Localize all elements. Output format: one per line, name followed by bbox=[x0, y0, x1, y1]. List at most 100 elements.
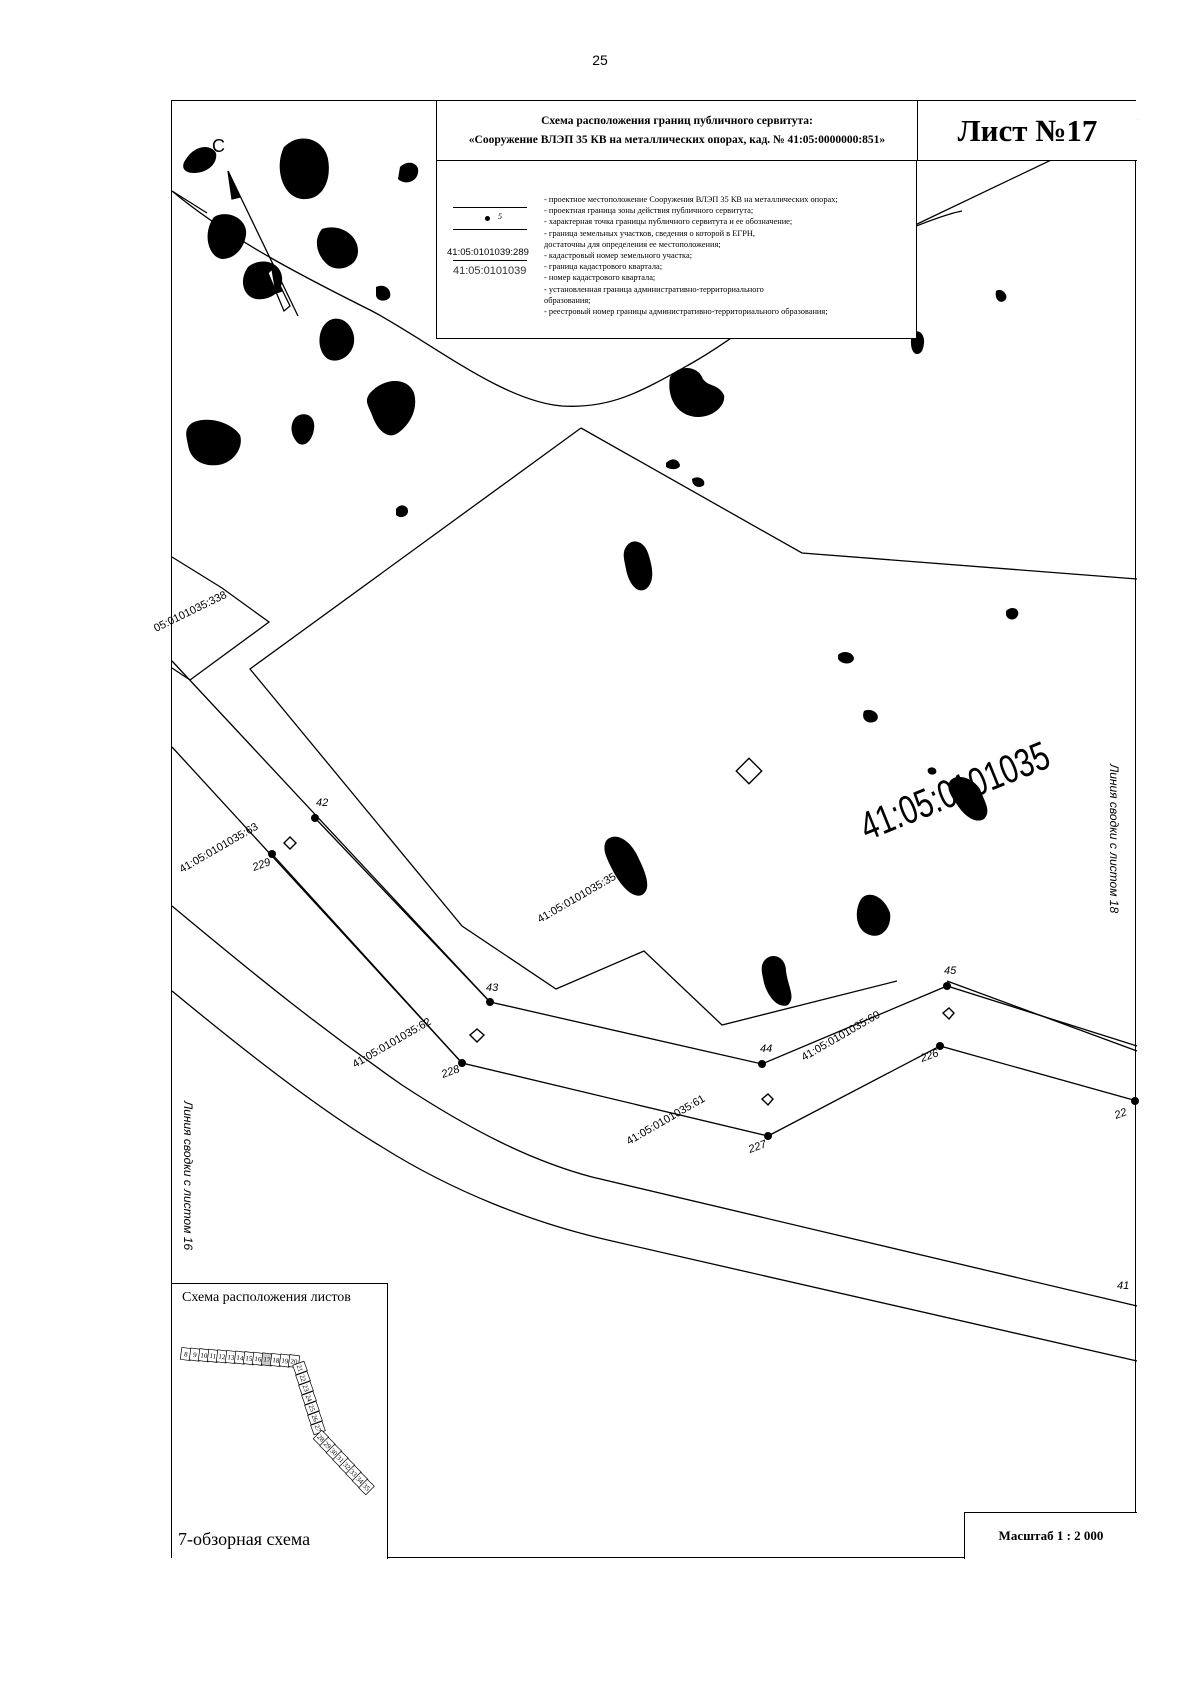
legend-sample-quarter-number: 41:05:0101039 bbox=[453, 265, 527, 277]
terrain-blob bbox=[604, 836, 648, 896]
boundary-point bbox=[943, 982, 951, 990]
parcel-label: 41:05:0101035:61 bbox=[625, 1093, 708, 1148]
match-line-label-right: Линия сводки с листом 18 bbox=[1107, 763, 1121, 913]
overview-sheet-number: 8 bbox=[184, 1350, 189, 1358]
legend-item: - кадастровый номер земельного участка; bbox=[544, 251, 693, 261]
boundary-point bbox=[758, 1060, 766, 1068]
overview-sheet-number: 29 bbox=[322, 1440, 333, 1451]
overview-sheet-number: 31 bbox=[335, 1454, 346, 1465]
overview-sheet-number: 11 bbox=[209, 1352, 217, 1361]
overview-sheet-number: 9 bbox=[193, 1351, 198, 1359]
terrain-blob bbox=[279, 138, 329, 200]
point-label: 227 bbox=[746, 1138, 769, 1156]
overview-sheet-tile: 16 bbox=[251, 1351, 265, 1366]
legend: 5 41:05:0101039:289 41:05:0101039 - прое… bbox=[436, 161, 917, 339]
pylon-symbol bbox=[760, 1093, 774, 1107]
overview-sheet-number: 25 bbox=[307, 1404, 317, 1414]
overview-sheet-tile: 25 bbox=[304, 1400, 320, 1416]
page-number: 25 bbox=[592, 52, 608, 68]
overview-sheet-number: 24 bbox=[304, 1394, 314, 1404]
overview-sheet-tile: 35 bbox=[358, 1478, 375, 1496]
point-label: 43 bbox=[486, 982, 499, 994]
servitude-boundary bbox=[271, 853, 1138, 1137]
boundary-point bbox=[311, 814, 319, 822]
overview-sheet-tile: 9 bbox=[188, 1347, 202, 1362]
parcel-boundary-strip bbox=[171, 660, 491, 1003]
parcel-label: 41:05:0101035:60 bbox=[800, 1009, 883, 1064]
legend-item: - установленная граница административно-… bbox=[544, 284, 764, 294]
point-label: 44 bbox=[760, 1043, 772, 1055]
legend-symbol-parcel-boundary bbox=[453, 229, 527, 230]
terrain-blob bbox=[183, 147, 217, 173]
terrain-blob bbox=[207, 214, 247, 259]
overview-sheet-number: 19 bbox=[281, 1357, 290, 1366]
overview-sheet-number: 21 bbox=[295, 1364, 305, 1374]
overview-sheet-tile: 21 bbox=[292, 1360, 308, 1376]
map-frame: С 41:05:0101035 05:0101035:338 41:05:010… bbox=[152, 100, 1139, 1559]
overview-sheet-number: 26 bbox=[310, 1414, 320, 1424]
quarter-number-label: 41:05:0101035 bbox=[854, 734, 1056, 850]
overview-sheet-number: 17 bbox=[263, 1355, 272, 1364]
servitude-boundary bbox=[946, 980, 1138, 1052]
terrain-blob bbox=[666, 459, 680, 470]
point-label: 229 bbox=[250, 856, 272, 874]
legend-item: - характерная точка границы публичного с… bbox=[544, 217, 793, 227]
title-line-1: Схема расположения границ публичного сер… bbox=[541, 115, 813, 127]
terrain-blob bbox=[623, 541, 653, 591]
scale-block: Масштаб 1 : 2 000 bbox=[964, 1512, 1137, 1559]
overview-sheet-number: 28 bbox=[315, 1433, 326, 1444]
terrain-blob bbox=[376, 285, 391, 301]
overview-sheet-number: 22 bbox=[298, 1374, 308, 1384]
point-label: 42 bbox=[316, 797, 328, 809]
structure-symbol bbox=[735, 757, 763, 785]
match-line-label-left: Линия сводки с листом 16 bbox=[181, 1100, 195, 1250]
legend-item: - граница земельных участков, сведения о… bbox=[544, 228, 755, 238]
overview-sheet-tile: 24 bbox=[301, 1390, 317, 1406]
overview-sheet-number: 33 bbox=[348, 1468, 359, 1479]
terrain-blob bbox=[995, 289, 1007, 302]
boundary-line bbox=[171, 190, 208, 214]
boundary-point bbox=[486, 998, 494, 1006]
overview-sheet-number: 15 bbox=[245, 1354, 254, 1363]
terrain-blob bbox=[669, 367, 725, 417]
parcel-359-boundary bbox=[580, 427, 1138, 580]
overview-sheet-number: 34 bbox=[354, 1475, 365, 1486]
point-label: 228 bbox=[439, 1063, 462, 1081]
legend-sample-point-number: 5 bbox=[498, 212, 502, 221]
legend-item: - номер кадастрового квартала; bbox=[544, 273, 656, 283]
point-label: 41 bbox=[1117, 1280, 1129, 1292]
boundary-point bbox=[268, 850, 276, 858]
parcel-label: 05:0101035:338 bbox=[152, 589, 229, 635]
overview-sheet-tile: 23 bbox=[298, 1380, 314, 1396]
legend-item: образования; bbox=[544, 295, 591, 305]
terrain-blob bbox=[1006, 608, 1019, 620]
legend-item: - проектная граница зоны действия публич… bbox=[544, 206, 754, 216]
pylon-symbol bbox=[468, 1028, 486, 1043]
parcel-338-boundary bbox=[171, 556, 271, 681]
sheet-number: Лист №17 bbox=[917, 101, 1137, 161]
parcel-label: 41:05:0101035:63 bbox=[178, 821, 261, 876]
pylon-symbol bbox=[283, 836, 297, 850]
pylon-symbols bbox=[283, 757, 955, 1107]
overview-sheet-number: 10 bbox=[200, 1351, 209, 1360]
north-arrow: С bbox=[212, 136, 299, 317]
point-label: 45 bbox=[944, 965, 957, 977]
map-labels: 41:05:0101035 05:0101035:338 41:05:01010… bbox=[152, 589, 1129, 1292]
parcel-label: 41:05:0101035:359 bbox=[536, 868, 624, 926]
legend-items: - проектное местоположение Сооружения ВЛ… bbox=[544, 194, 914, 317]
overview-title: Схема расположения листов bbox=[182, 1290, 351, 1305]
terrain-blob bbox=[948, 776, 988, 821]
legend-sample-parcel-number: 41:05:0101039:289 bbox=[447, 247, 529, 258]
overview-sheet-number: 18 bbox=[272, 1356, 281, 1365]
parcel-359-boundary bbox=[249, 427, 898, 1026]
overview-label: 7-обзорная схема bbox=[178, 1529, 311, 1549]
title-block: Схема расположения границ публичного сер… bbox=[436, 101, 917, 161]
terrain-blob bbox=[692, 477, 705, 487]
overview-sheet-number: 30 bbox=[328, 1447, 339, 1458]
legend-item: - граница кадастрового квартала; bbox=[544, 262, 663, 272]
boundary-point bbox=[936, 1042, 944, 1050]
boundary-point bbox=[458, 1059, 466, 1067]
overview-sheet-number: 27 bbox=[313, 1424, 323, 1434]
